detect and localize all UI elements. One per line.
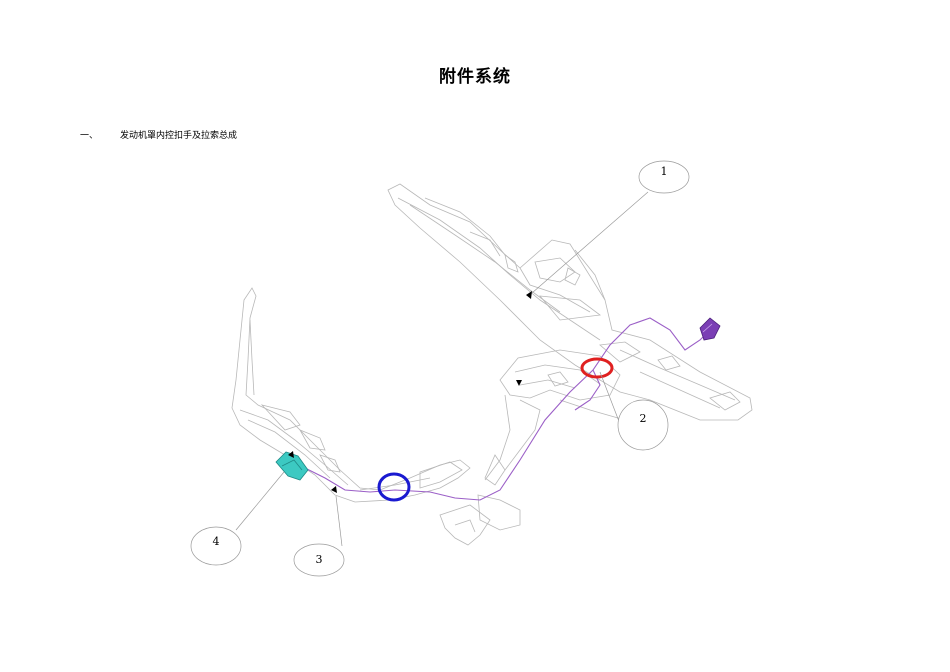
callout-2: 2 <box>617 399 669 451</box>
callout-3: 3 <box>293 543 345 577</box>
hood-release-handle <box>275 451 309 481</box>
page-title: 附件系统 <box>439 67 511 87</box>
section-number: 一、 <box>80 131 99 141</box>
leader-lines <box>235 191 649 547</box>
center-bracket <box>439 349 626 546</box>
section-heading: 一、 发动机罩内控扣手及拉索总成 <box>80 128 237 141</box>
callout-1: 1 <box>638 160 690 194</box>
cable-connector <box>699 317 721 341</box>
section-title: 发动机罩内控扣手及拉索总成 <box>120 131 238 141</box>
callout-1-label: 1 <box>661 165 668 178</box>
apron-structure <box>387 183 753 421</box>
callout-4-label: 4 <box>213 535 220 548</box>
callout-4: 4 <box>190 526 242 566</box>
front-crossmember <box>231 287 471 503</box>
highlight-red <box>580 357 614 379</box>
highlight-blue <box>377 472 411 502</box>
callout-3-label: 3 <box>316 553 323 566</box>
callout-2-label: 2 <box>640 412 647 425</box>
pointer-arrows <box>288 291 532 493</box>
